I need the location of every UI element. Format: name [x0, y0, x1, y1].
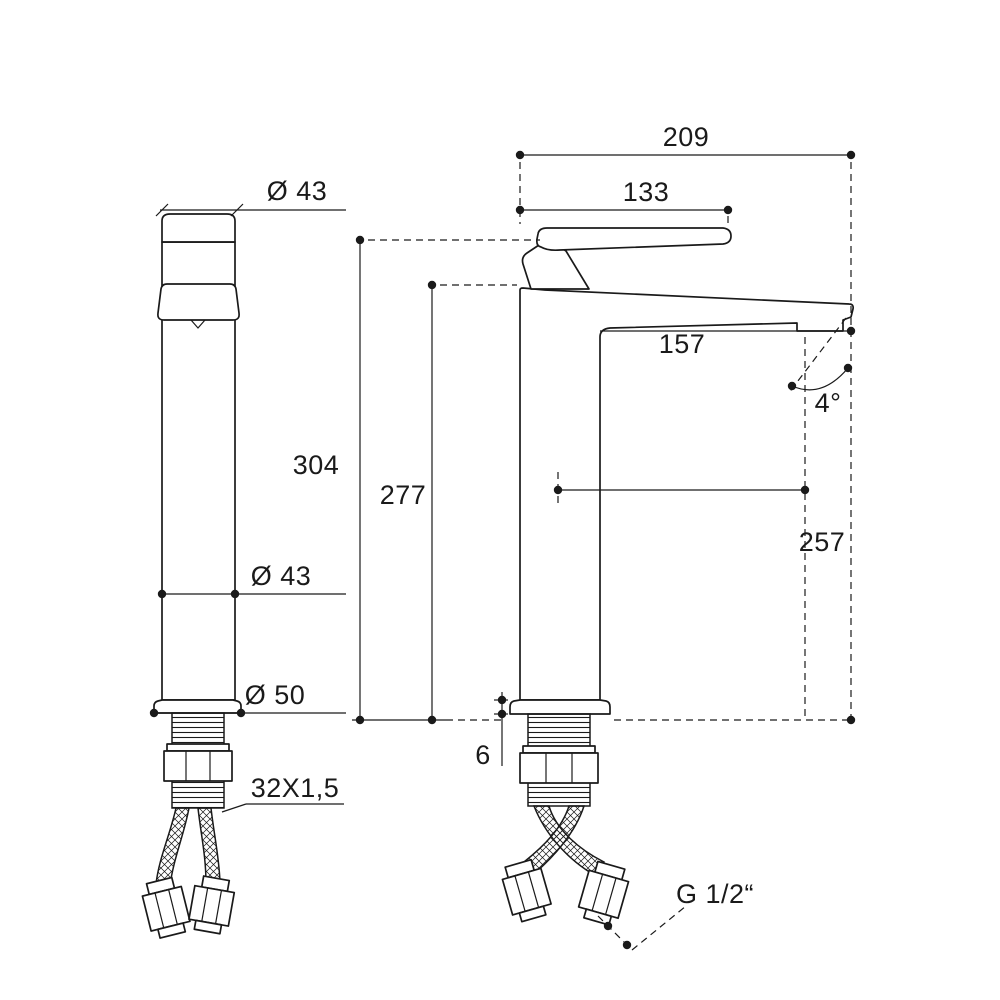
hose-thread-label: G 1/2“	[676, 879, 754, 909]
overall-height-label: 304	[293, 450, 340, 480]
dim-body-diameter: Ø 43	[157, 561, 346, 599]
front-washer	[166, 743, 230, 752]
side-hose-fitting-right	[577, 860, 630, 926]
front-hose-fitting-left	[141, 876, 191, 939]
spout-angle-label: 4°	[815, 388, 842, 418]
side-hose-fitting-left	[501, 858, 552, 923]
front-locknut	[163, 750, 233, 782]
dim-base-plate-height: 6	[475, 692, 508, 770]
dim-mounting-thread: 32X1,5	[221, 773, 344, 813]
tick-left	[155, 203, 169, 217]
dim-overall-depth: 209	[515, 122, 856, 716]
base-diameter-label: Ø 50	[245, 680, 306, 710]
dim-spout-angle: 4°	[787, 317, 853, 418]
front-hose-right	[197, 807, 221, 885]
tick-right	[230, 203, 244, 217]
dim-handle-length: 133	[515, 177, 733, 227]
front-hose-fitting-right	[188, 875, 236, 935]
side-view	[501, 227, 855, 926]
front-cap	[161, 213, 236, 243]
body-height-label: 277	[380, 480, 427, 510]
dim-outlet-height: 257	[553, 337, 846, 718]
front-view	[141, 213, 242, 939]
handle-length-label: 133	[623, 177, 670, 207]
dim-body-height: 277	[380, 280, 517, 725]
dim-base-diameter: Ø 50	[149, 680, 346, 718]
side-washer	[522, 745, 596, 754]
outlet-height-label: 257	[799, 527, 846, 557]
base-reference-line	[352, 715, 856, 725]
side-hose-right	[532, 805, 606, 878]
overall-depth-label: 209	[663, 122, 710, 152]
front-base-flange	[153, 699, 242, 714]
spout-reach-label: 157	[659, 329, 706, 359]
body-diameter-label: Ø 43	[251, 561, 312, 591]
side-base-flange	[509, 699, 611, 715]
cap-diameter-label: Ø 43	[267, 176, 328, 206]
dim-spout-reach: 157	[600, 326, 856, 359]
base-plate-height-label: 6	[475, 740, 491, 770]
front-handle	[157, 283, 240, 321]
mounting-thread-label: 32X1,5	[251, 773, 340, 803]
front-hose-left	[155, 807, 190, 887]
side-handle-lever	[535, 227, 732, 252]
front-handle-notch	[190, 319, 206, 329]
dim-hose-thread: G 1/2“	[597, 879, 754, 951]
side-locknut	[519, 752, 599, 784]
dim-cap-diameter: Ø 43	[155, 176, 346, 217]
side-handle-base	[521, 243, 590, 290]
dim-overall-height: 304	[293, 235, 540, 725]
